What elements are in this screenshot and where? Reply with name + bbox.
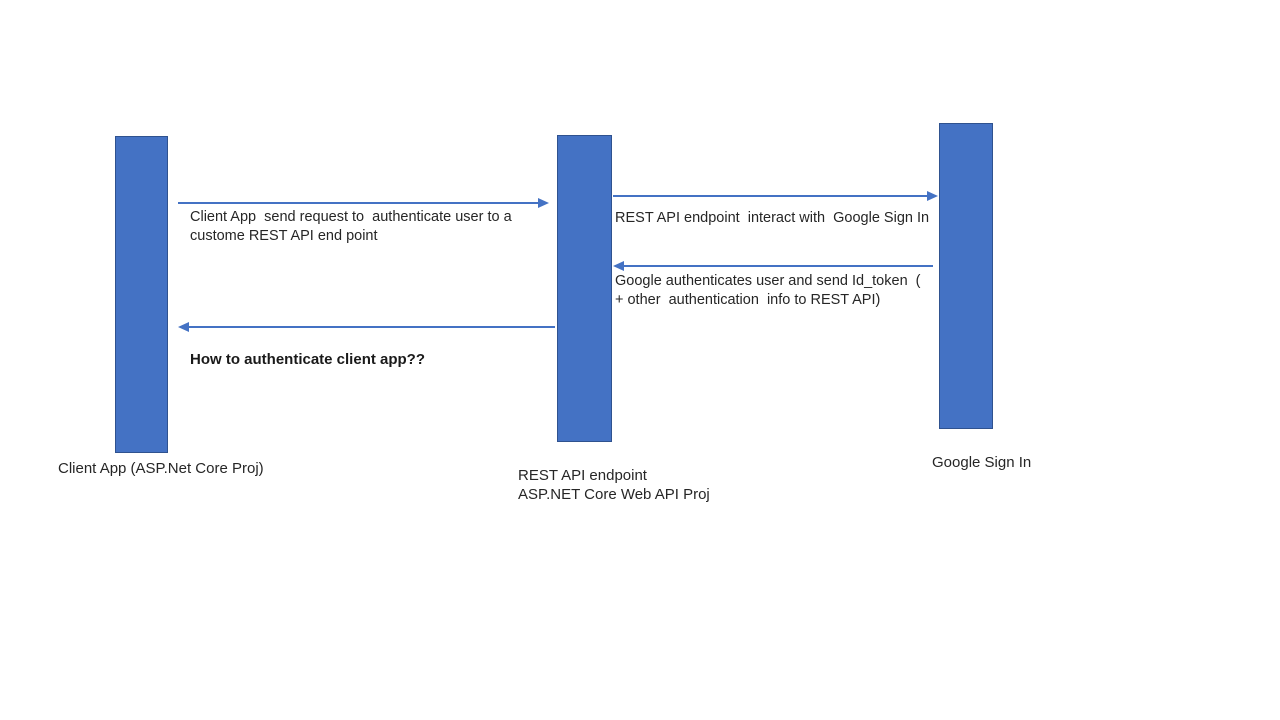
arrow-shaft — [613, 195, 928, 197]
lifeline-bar-rest-api — [557, 135, 612, 442]
arrow-shaft — [188, 326, 555, 328]
lifeline-bar-google-sign-in — [939, 123, 993, 429]
arrowhead-right-icon — [927, 191, 938, 201]
message-arrow-rest-to-client — [178, 322, 555, 332]
arrowhead-left-icon — [613, 261, 624, 271]
message-arrow-google-to-rest — [613, 261, 933, 271]
arrow-shaft — [178, 202, 539, 204]
message-label-client-to-rest: Client App send request to authenticate … — [190, 209, 512, 244]
arrowhead-right-icon — [538, 198, 549, 208]
lifeline-label-google-sign-in: Google Sign In — [932, 454, 1032, 471]
message-arrow-client-to-rest — [178, 198, 549, 208]
arrow-shaft — [623, 265, 933, 267]
message-arrow-rest-to-google — [613, 191, 938, 201]
lifeline-bar-client-app — [115, 136, 168, 453]
question-note: How to authenticate client app?? — [190, 351, 426, 368]
arrowhead-left-icon — [178, 322, 189, 332]
lifeline-label-client-app: Client App (ASP.Net Core Proj) — [58, 460, 264, 477]
lifeline-label-rest-api: REST API endpoint ASP.NET Core Web API P… — [518, 467, 710, 503]
message-label-rest-to-google: REST API endpoint interact with Google S… — [615, 210, 930, 226]
message-label-google-to-rest: Google authenticates user and send Id_to… — [615, 273, 921, 308]
